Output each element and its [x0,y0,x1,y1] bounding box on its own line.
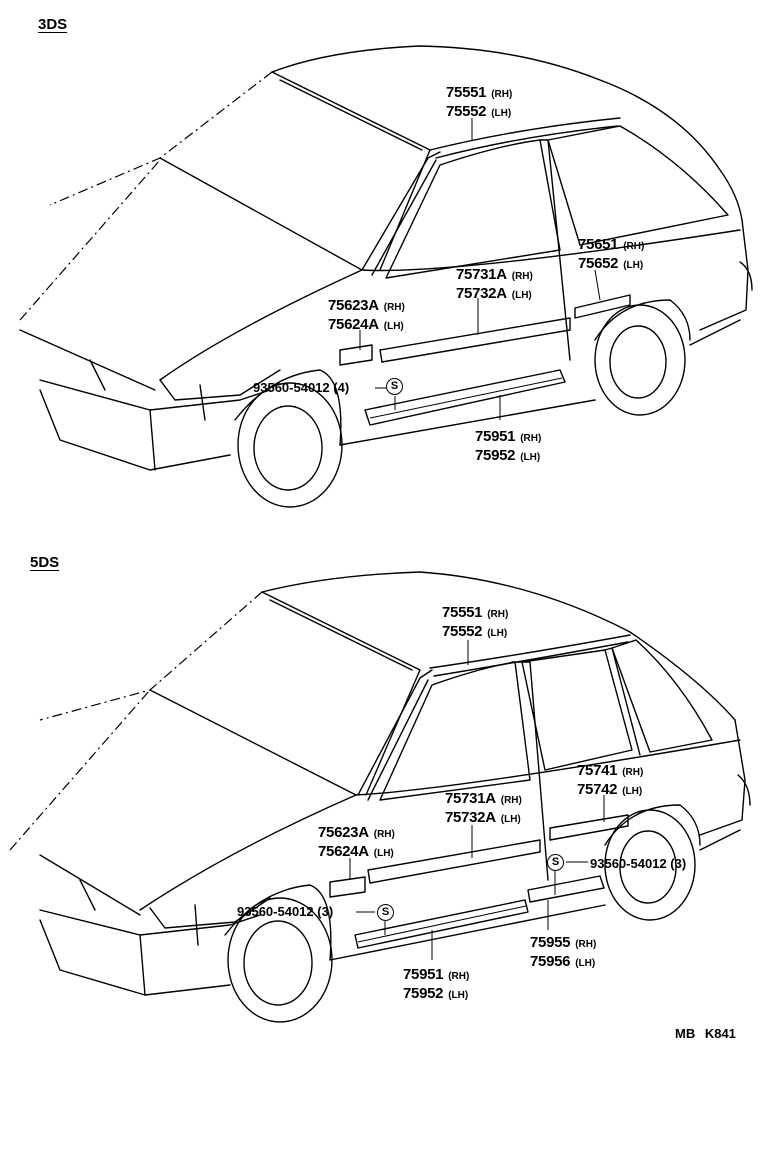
part-quarter-3ds: 75651(RH) 75652(LH) [578,236,645,272]
part-roof-5ds: 75551(RH) 75552(LH) [442,604,509,640]
clip-code-5ds-rear: 93560-54012 (3) [590,856,687,871]
part-rocker-5ds: 75951(RH) 75952(LH) [403,966,470,1002]
part-rear-rocker-5ds: 75955(RH) 75956(LH) [530,934,597,970]
part-door-3ds: 75731A(RH) 75732A(LH) [456,266,533,302]
clip-code-3ds: 93560-54012 (4) [253,380,350,395]
part-front-door-5ds: 75731A(RH) 75732A(LH) [445,790,522,826]
clip-symbol-5ds-front: S [377,904,394,921]
part-rocker-3ds: 75951(RH) 75952(LH) [475,428,542,464]
leaders-3ds [359,118,601,420]
car-5ds-illustration [9,571,751,1023]
leaders-5ds [349,640,605,960]
clip-code-5ds-front: 93560-54012 (3) [237,904,334,919]
part-fender-5ds: 75623A(RH) 75624A(LH) [318,824,395,860]
clip-symbol-5ds-rear: S [547,854,564,871]
part-fender-3ds: 75623A(RH) 75624A(LH) [328,297,405,333]
car-3ds-illustration [19,45,753,508]
part-roof-3ds: 75551(RH) 75552(LH) [446,84,513,120]
clip-symbol-3ds: S [386,378,403,395]
reference-code: MB K841 [675,1026,736,1041]
part-rear-door-5ds: 75741(RH) 75742(LH) [577,762,644,798]
section-label-5ds: 5DS [30,554,60,571]
section-label-3ds: 3DS [38,16,68,33]
